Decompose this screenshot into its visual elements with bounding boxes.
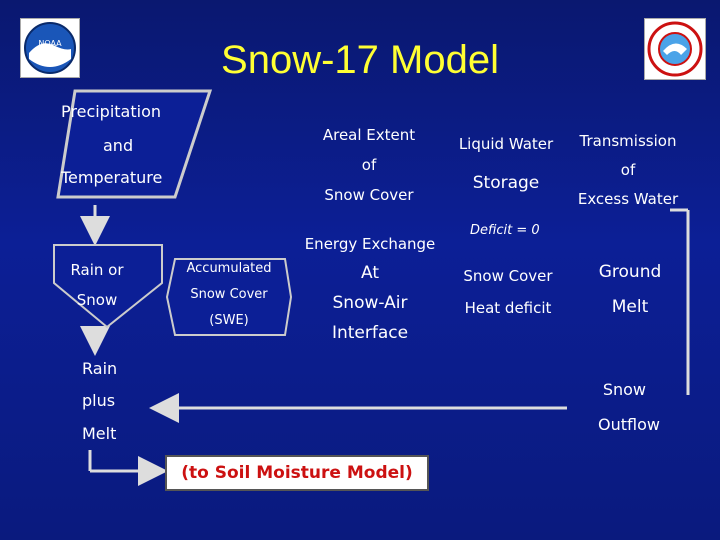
precip-line2: and	[103, 136, 134, 155]
transmission-line1: Transmission	[579, 132, 677, 151]
rainplus-line1: Rain	[82, 358, 118, 378]
rain-or-snow-line2: Snow	[76, 291, 118, 309]
energy-line2: At	[361, 262, 379, 283]
precipitation-temperature-box: Precipitation and Temperature	[55, 88, 213, 200]
energy-line3: Snow-Air	[332, 292, 408, 313]
deficit-label: Deficit = 0	[470, 223, 540, 238]
snow-outflow-box: Snow Outflow	[568, 372, 660, 442]
transmission-box: Transmission of Excess Water	[572, 127, 684, 213]
noaa-logo-icon: NOAA	[20, 18, 80, 78]
liquid-line1: Liquid Water	[458, 134, 554, 153]
rain-plus-melt-box: Rain plus Melt	[52, 352, 150, 450]
areal-line1: Areal Extent	[322, 126, 416, 144]
rainplus-line2: plus	[82, 391, 116, 411]
energy-line4: Interface	[331, 322, 409, 343]
accum-line2: Snow Cover	[190, 287, 268, 302]
precip-line1: Precipitation	[61, 102, 162, 121]
transmission-line2: of	[620, 160, 636, 179]
areal-line3: Snow Cover	[324, 186, 414, 204]
ground-line1: Ground	[598, 262, 662, 283]
snowout-line1: Snow	[602, 379, 646, 399]
accum-line1: Accumulated	[186, 261, 272, 276]
accumulated-snow-node: Accumulated Snow Cover (SWE)	[165, 257, 293, 337]
areal-extent-box: Areal Extent of Snow Cover	[300, 120, 438, 210]
rain-or-snow-line1: Rain or	[70, 261, 124, 279]
snowcover-line2: Heat deficit	[464, 299, 552, 317]
snowout-line2: Outflow	[598, 414, 660, 434]
parallelogram-shape	[56, 89, 213, 199]
snowcover-line1: Snow Cover	[463, 267, 553, 285]
soil-moisture-box: (to Soil Moisture Model)	[165, 455, 429, 491]
decision-shape	[53, 244, 163, 329]
rain-or-snow-node: Rain or Snow	[52, 243, 164, 329]
energy-line1: Energy Exchange	[304, 234, 436, 253]
nws-logo-icon	[644, 18, 706, 80]
liquid-line2: Storage	[472, 172, 540, 193]
transmission-line3: Excess Water	[577, 189, 679, 208]
liquid-water-box: Liquid Water Storage	[450, 125, 562, 203]
snow-cover-heat-box: Snow Cover Heat deficit	[452, 260, 564, 324]
ground-line2: Melt	[611, 297, 649, 318]
accum-line3: (SWE)	[209, 313, 249, 328]
svg-text:NOAA: NOAA	[38, 39, 62, 48]
precip-line3: Temperature	[61, 168, 163, 187]
page-title: Snow-17 Model	[221, 38, 499, 82]
areal-line2: of	[361, 156, 377, 174]
rainplus-line3: Melt	[82, 424, 117, 444]
accumulated-shape	[165, 258, 293, 336]
ground-melt-box: Ground Melt	[572, 255, 688, 325]
energy-exchange-box: Energy Exchange At Snow-Air Interface	[300, 230, 440, 348]
